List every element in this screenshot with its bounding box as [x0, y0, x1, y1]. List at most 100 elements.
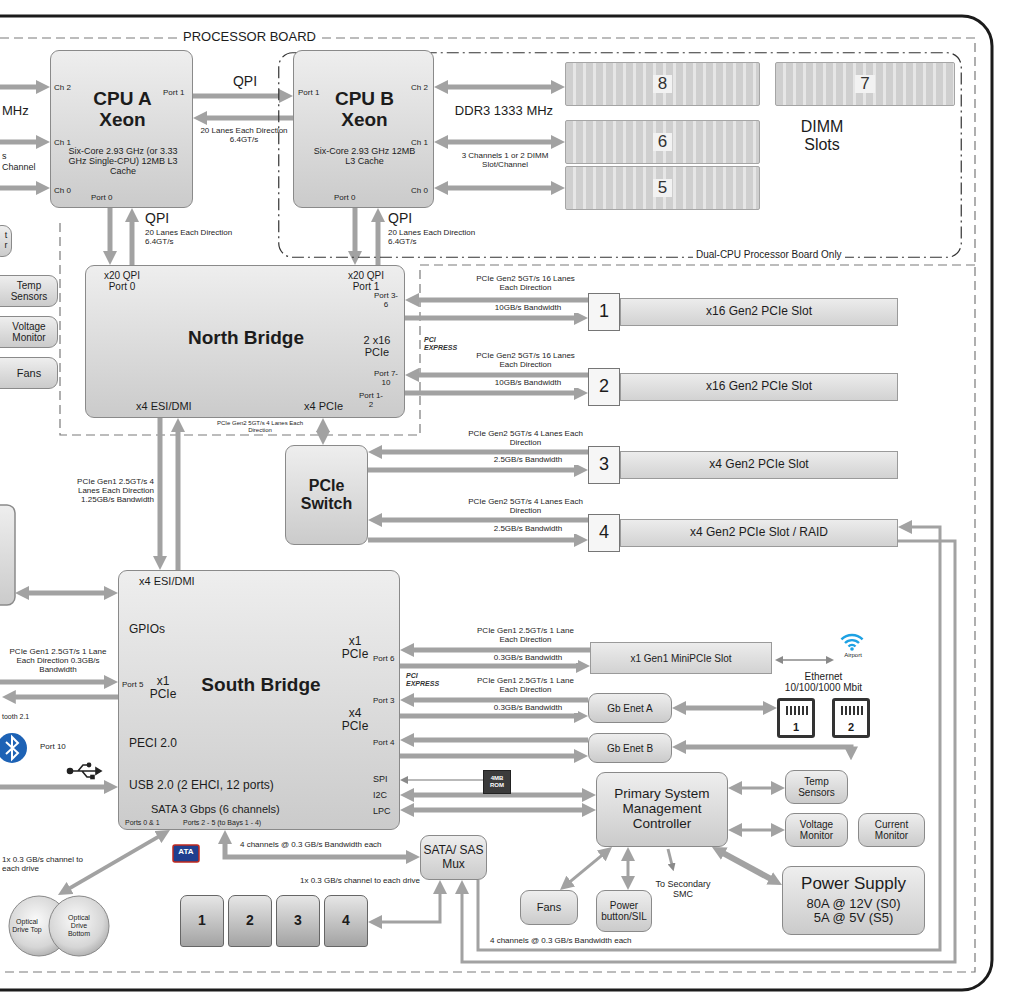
node-text: Ch 0 [411, 187, 433, 196]
bandwidth-label: 2.5GB/s Bandwidth [478, 456, 578, 465]
node-text: Port 1 [298, 89, 326, 98]
node-text: Port 1 [163, 89, 191, 98]
node-text: x16 Gen2 PCIe Slot [706, 380, 812, 393]
monitor-box: Voltage Monitor [0, 316, 58, 348]
bandwidth-label: 0.3GB/s Bandwidth [478, 704, 578, 713]
optical-drive: Optical Drive Bottom [48, 895, 110, 957]
node-text: Current Monitor [859, 819, 924, 841]
connector [411, 698, 588, 703]
node-text: Dual-CPU Processor Board Only [693, 249, 845, 260]
node-text: x4 ESI/DMI [139, 575, 219, 587]
node-text: Power Supply [801, 875, 906, 894]
slot-number: 1 [588, 293, 620, 331]
cut-box [0, 505, 15, 605]
connector [368, 468, 577, 473]
bluetooth-rune [6, 737, 18, 759]
memory-bus [0, 186, 39, 191]
connector [445, 140, 554, 145]
pcie-slot: x16 Gen2 PCIe Slot [620, 373, 898, 401]
connector [376, 219, 381, 265]
smc-link [668, 849, 672, 865]
dimm-slot: 5 [565, 166, 760, 210]
pcie-slot: x1 Gen1 MiniPCIe Slot [590, 642, 772, 674]
bus-label: 3 Channels 1 or 2 DIMM Slot/Channel [448, 152, 562, 170]
connector [400, 664, 579, 669]
node-text: Port 0 [334, 194, 364, 203]
node-text: Optical Drive Top [12, 918, 42, 933]
node-text: CPU B Xeon [318, 89, 411, 131]
node-text: SATA 3 Gbps (6 channels) [151, 803, 321, 815]
node-text: Port 4 [373, 739, 399, 748]
node-text: Port 0 [91, 194, 121, 203]
bus-label: PCIe Gen2 5GT/s 4 Lanes Each Direction [215, 420, 305, 433]
bus-label: PCIe Gen2 5GT/s 16 Lanes Each Direction [468, 275, 583, 293]
bandwidth-label: 10GB/s Bandwidth [478, 304, 578, 313]
connector [478, 527, 940, 950]
rom-chip: 4MB ROM [483, 770, 511, 794]
node-text: Primary System Management Controller [597, 787, 727, 832]
bus-arrow [26, 591, 107, 596]
node-text: Ch 0 [54, 187, 82, 196]
bus-label: QPI [388, 211, 428, 226]
bus-label: 1x 0.3 GB/s channel to each drive [2, 856, 86, 874]
connector [406, 779, 483, 781]
node-text: 1 [793, 721, 799, 733]
node-text: PCIe Switch [286, 477, 367, 512]
bus-label: DDR3 1333 MHz [446, 104, 562, 118]
node-text: 8 [653, 75, 672, 94]
connector [405, 316, 577, 321]
wireless-link [781, 659, 827, 661]
node-text: 80A @ 12V (S0) 5A @ 5V (S5) [801, 897, 906, 926]
node-text: 2 [246, 913, 254, 928]
sata-logo [173, 845, 199, 862]
disc-shape [49, 896, 109, 956]
node-text: t r [3, 231, 9, 251]
connector [400, 754, 577, 759]
node-text: LPC [373, 807, 397, 817]
ethernet-port: 1 [777, 698, 815, 738]
pcie-slot: x4 Gen2 PCIe Slot [620, 451, 898, 479]
monitor-box: Voltage Monitor [785, 813, 848, 847]
sensor-box: Temp Sensors [0, 275, 58, 307]
connector [722, 852, 772, 879]
node-text: Port 5 [122, 681, 148, 690]
slot-number: 2 [588, 368, 620, 406]
bus-label: 20 Lanes Each Direction 6.4GT/s [388, 229, 498, 247]
bus-label: QPI [220, 74, 270, 89]
fan-box: Fans [520, 890, 578, 925]
node-text: Ports 2 - 5 (to Bays 1 - 4) [183, 819, 303, 827]
bus-arrow [13, 695, 118, 700]
bus-label: PCIe Gen1 2.5GT/s 4 Lanes Each Direction… [58, 478, 154, 504]
connector [405, 391, 577, 396]
connector [321, 429, 326, 434]
node-text: x4 Gen2 PCIe Slot [709, 458, 808, 471]
node-text: GPIOs [129, 623, 189, 636]
node-text: x4 Gen2 PCIe Slot / RAID [690, 526, 828, 539]
connector [158, 418, 163, 559]
pcie-slot: x16 Gen2 PCIe Slot [620, 298, 898, 326]
connector [204, 116, 293, 121]
region-border [0, 38, 975, 972]
node-text: Port 6 [373, 655, 399, 664]
bus-label: To Secondary SMC [655, 880, 711, 900]
bus-label: tooth 2.1 [2, 713, 42, 721]
memory-bus [0, 85, 39, 90]
bandwidth-label: 0.3GB/s Bandwidth [478, 654, 578, 663]
dimm-slot: 6 [565, 120, 760, 164]
board-outline [0, 16, 992, 990]
region-border [60, 222, 975, 435]
node-text: SPI [373, 775, 397, 785]
node-text: Fans [537, 901, 561, 913]
connector [108, 208, 113, 254]
bandwidth-label: 4 channels @ 0.3 GB/s Bandwidth each [488, 937, 678, 946]
node-text: SATA/ SAS Mux [421, 844, 486, 870]
connector [627, 858, 630, 879]
connector [130, 219, 135, 265]
bus-label: Ethernet 10/100/1000 Mbit [781, 671, 866, 693]
cut-box: t r [0, 225, 12, 257]
bus-label: 20 Lanes Each Direction 6.4GT/s [145, 229, 255, 247]
hard-drive: 3 [276, 895, 320, 947]
usb-bus [0, 785, 107, 790]
connector [379, 450, 588, 455]
bus-label: ATA [174, 848, 198, 857]
